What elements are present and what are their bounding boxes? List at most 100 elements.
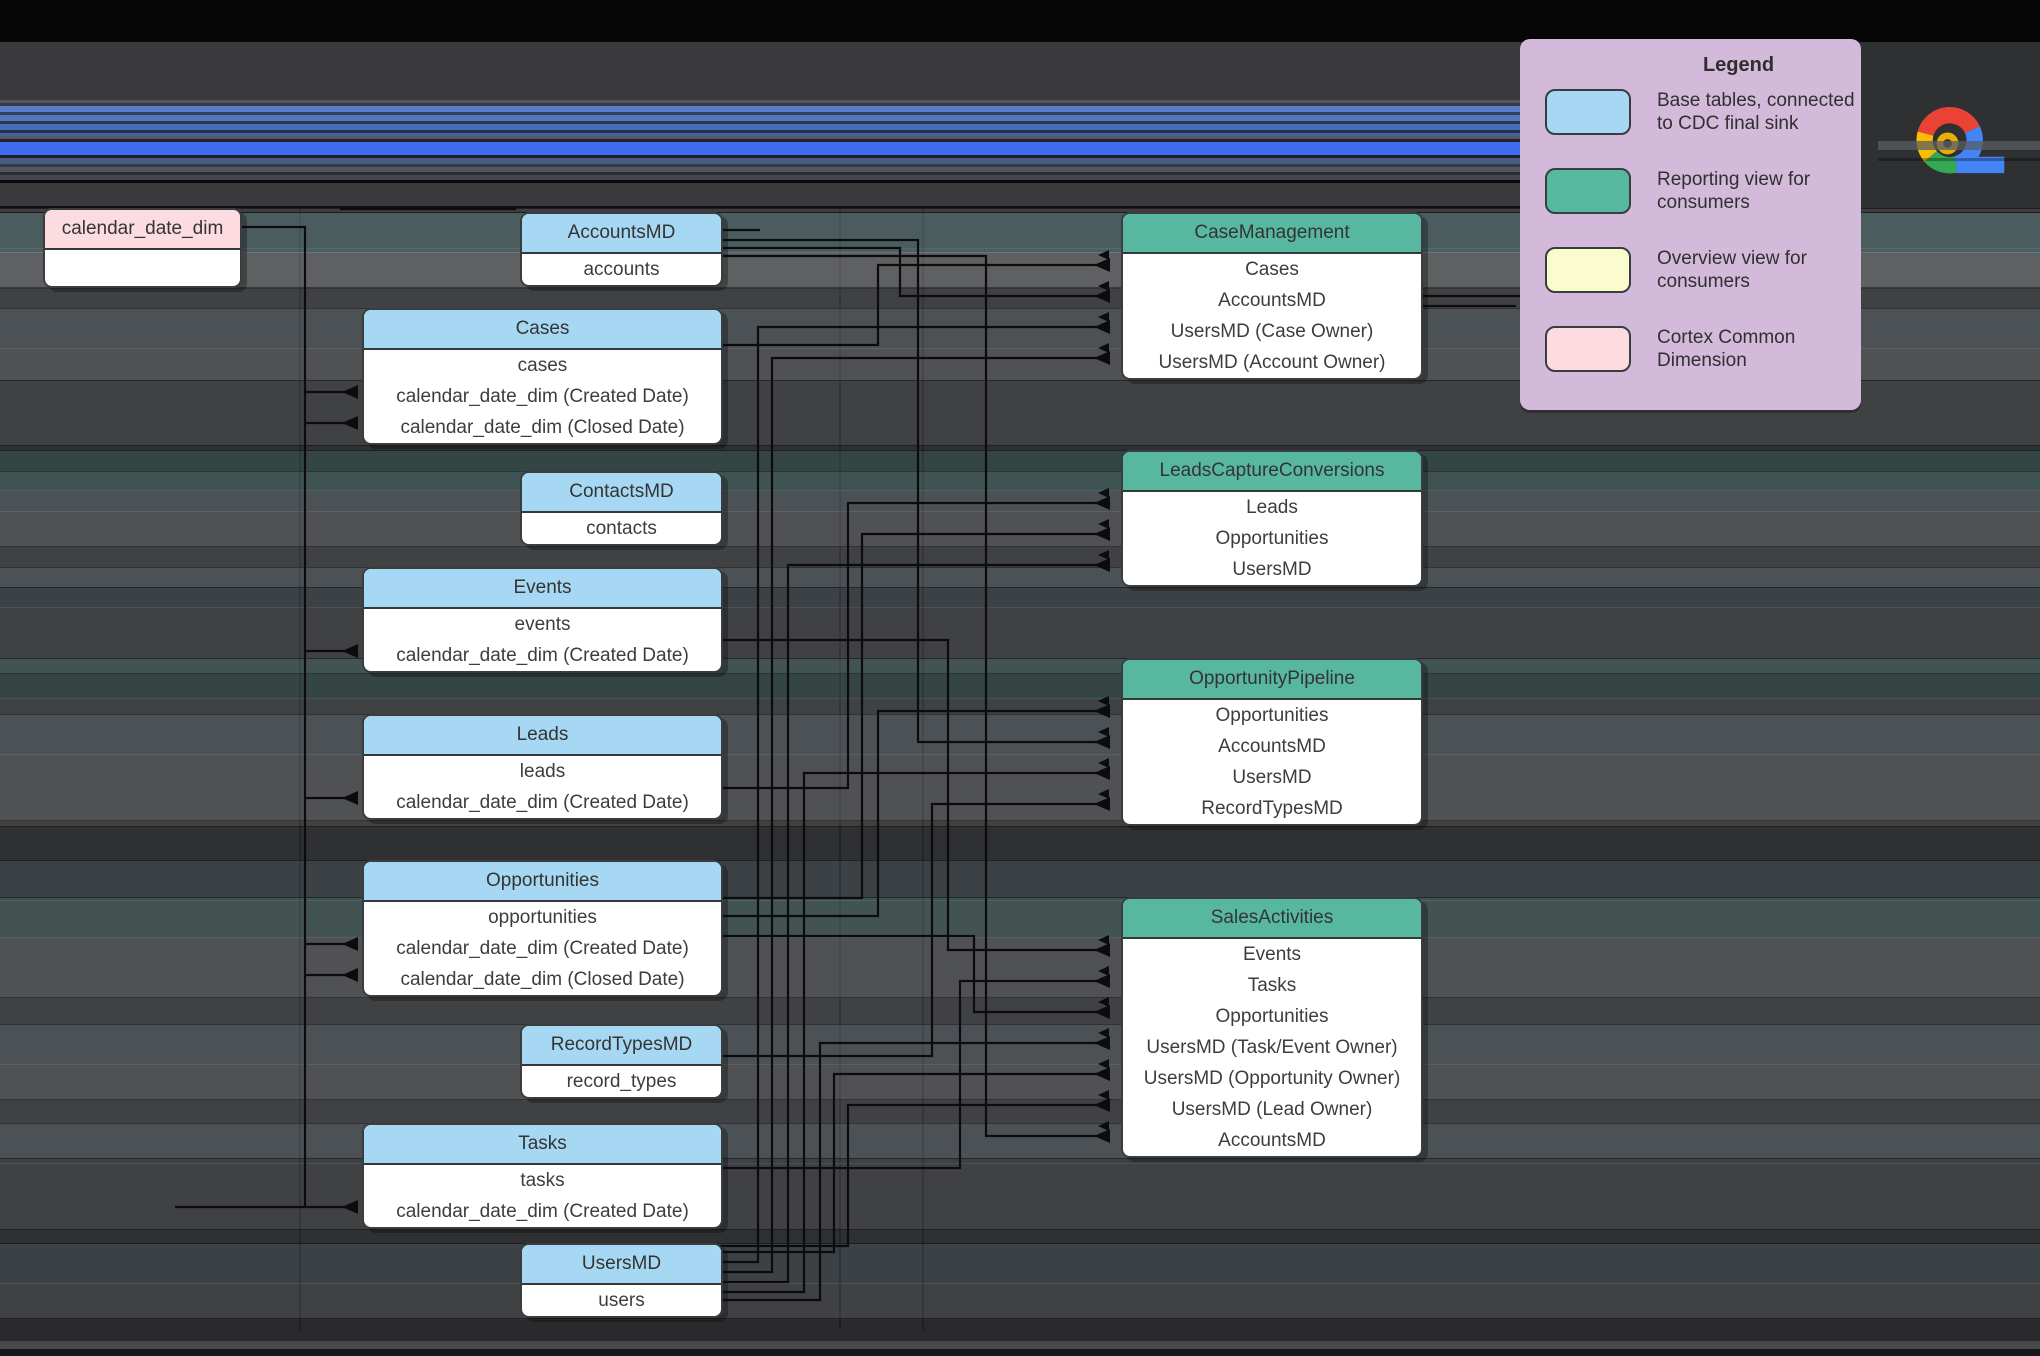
smear-band-header <box>0 658 2040 699</box>
bottom-band-black <box>0 1349 2040 1356</box>
entity-row: calendar_date_dim (Closed Date) <box>400 417 685 438</box>
entity-rows: contacts <box>522 513 721 544</box>
entity-box-tasks: Tasks tasks calendar_date_dim (Created Da… <box>362 1123 723 1229</box>
entity-row: Cases <box>1245 259 1299 280</box>
smear-band-header <box>0 1123 2040 1164</box>
entity-title: Leads <box>364 716 721 756</box>
vertical-seam <box>922 207 924 1330</box>
entity-row: users <box>598 1290 645 1311</box>
entity-rows: record_types <box>522 1066 721 1097</box>
legend-item: Overview view for consumers <box>1545 247 1861 293</box>
entity-title: CaseManagement <box>1123 214 1421 254</box>
entity-rows: accounts <box>522 254 721 285</box>
smear-band-body <box>0 511 2040 547</box>
legend-label: Cortex Common Dimension <box>1657 327 1796 371</box>
legend-item: Base tables, connected to CDC final sink <box>1545 89 1861 135</box>
legend-item: Reporting view for consumers <box>1545 168 1861 214</box>
cortex-dimension-swatch-icon <box>1545 326 1631 372</box>
entity-title: calendar_date_dim <box>45 210 240 250</box>
entity-row: Opportunities <box>1215 528 1329 549</box>
entity-row: calendar_date_dim (Created Date) <box>396 1201 689 1222</box>
entity-row: AccountsMD <box>1218 736 1326 757</box>
entity-row: cases <box>517 355 568 376</box>
logo-glitch-line-thin <box>1878 158 2040 161</box>
smear-band-body <box>0 1064 2040 1100</box>
entity-row: Leads <box>1246 497 1298 518</box>
glitch-stripe-band <box>0 100 1520 180</box>
entity-row: Tasks <box>1247 975 1297 996</box>
vertical-seam <box>839 207 841 1330</box>
logo-glitch-line <box>1878 141 2040 150</box>
smear-band-header <box>0 1243 2040 1284</box>
entity-row: UsersMD (Account Owner) <box>1158 352 1386 373</box>
entity-row: calendar_date_dim (Created Date) <box>396 792 689 813</box>
entity-row: AccountsMD <box>1218 1130 1326 1151</box>
legend-label: Base tables, connected to CDC final sink <box>1657 90 1855 134</box>
entity-box-users-md: UsersMD users <box>520 1243 723 1318</box>
entity-row: calendar_date_dim (Closed Date) <box>400 969 685 990</box>
entity-row: opportunities <box>488 907 597 928</box>
entity-title: LeadsCaptureConversions <box>1123 452 1421 492</box>
entity-row: AccountsMD <box>1218 290 1326 311</box>
stripe-band-edge <box>0 180 1520 183</box>
smear-band-header <box>0 860 2040 901</box>
smear-band-body <box>0 1283 2040 1319</box>
entity-row: Opportunities <box>1215 1006 1329 1027</box>
entity-row: RecordTypesMD <box>1201 798 1343 819</box>
entity-box-contacts-md: ContactsMD contacts <box>520 471 723 546</box>
smear-band-body <box>0 607 2040 674</box>
entity-box-record-types-md: RecordTypesMD record_types <box>520 1024 723 1099</box>
entity-row: Opportunities <box>1215 705 1329 726</box>
legend-panel: Legend Base tables, connected to CDC fin… <box>1520 39 1861 410</box>
entity-row: UsersMD <box>1232 767 1312 788</box>
entity-rows <box>45 250 240 286</box>
bottom-band-dark <box>0 1320 2040 1341</box>
entity-rows: users <box>522 1285 721 1316</box>
legend-item: Cortex Common Dimension <box>1545 326 1861 372</box>
smear-band-header <box>0 714 2040 755</box>
entity-row: UsersMD (Lead Owner) <box>1171 1099 1373 1120</box>
base-table-swatch-icon <box>1545 89 1631 135</box>
smear-band-header <box>0 897 2040 938</box>
entity-title: AccountsMD <box>522 214 721 254</box>
entity-row: UsersMD <box>1232 559 1312 580</box>
entity-rows: cases calendar_date_dim (Created Date) cal… <box>364 350 721 443</box>
entity-box-calendar-date-dim: calendar_date_dim <box>43 208 242 288</box>
entity-row: events <box>514 614 571 635</box>
entity-title: Events <box>364 569 721 609</box>
reporting-view-swatch-icon <box>1545 168 1631 214</box>
entity-title: RecordTypesMD <box>522 1026 721 1066</box>
entity-title: Tasks <box>364 1125 721 1165</box>
smear-band-header <box>0 450 2040 491</box>
legend-title: Legend <box>1702 54 1775 76</box>
entity-row: contacts <box>586 518 657 539</box>
vertical-seam <box>299 207 301 1330</box>
entity-row: UsersMD (Opportunity Owner) <box>1143 1068 1401 1089</box>
bottom-band-light <box>0 1341 2040 1349</box>
entity-row: calendar_date_dim (Created Date) <box>396 386 689 407</box>
entity-title: UsersMD <box>522 1245 721 1285</box>
legend-label: Reporting view for consumers <box>1657 169 1811 213</box>
entity-row: tasks <box>520 1170 565 1191</box>
entity-row: UsersMD (Task/Event Owner) <box>1146 1037 1398 1058</box>
entity-row: accounts <box>583 259 660 280</box>
google-cloud-logo-icon <box>1916 107 2005 174</box>
smear-band-body <box>0 1163 2040 1230</box>
top-black-bar <box>0 0 2040 42</box>
entity-box-accounts-md: AccountsMD accounts <box>520 212 723 287</box>
